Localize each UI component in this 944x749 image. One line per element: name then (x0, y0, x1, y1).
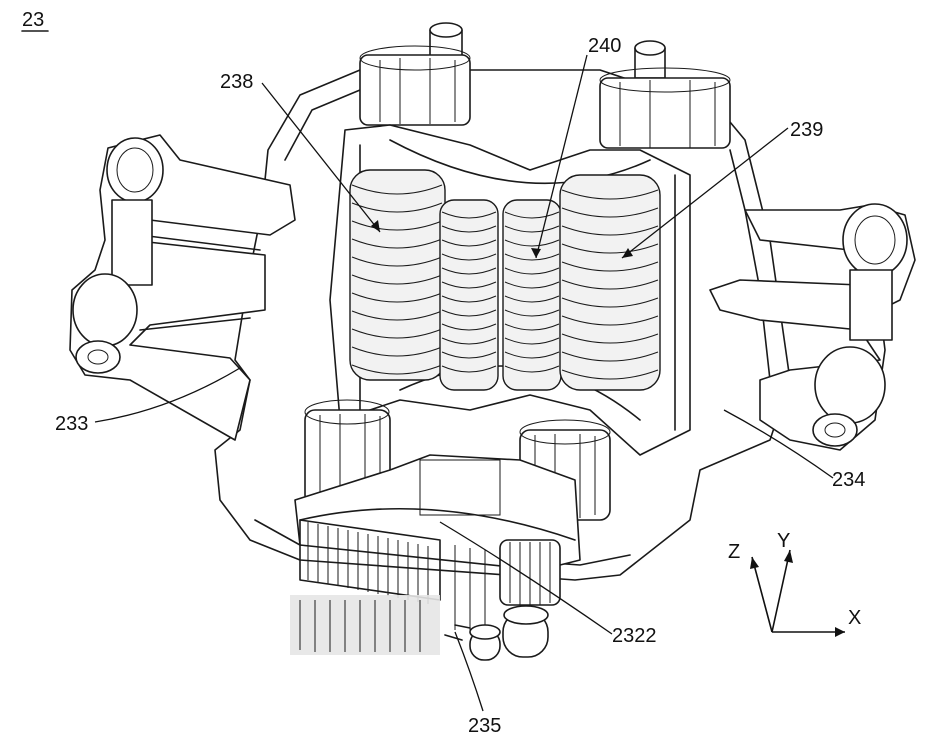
axis-y-label: Y (777, 530, 790, 552)
spring-239 (559, 174, 661, 391)
blurred-region (290, 595, 440, 655)
left-wing-233 (69, 134, 296, 441)
leader-233 (94, 367, 241, 423)
blurred-region-stripes (299, 600, 421, 652)
label-239: 239 (790, 119, 823, 141)
right-wing-234 (709, 203, 916, 451)
spring-240-right (502, 199, 562, 391)
coordinate-axes: Z Y X (728, 530, 861, 637)
leader-234 (723, 409, 834, 479)
label-240: 240 (588, 35, 621, 57)
top-pivots (359, 22, 731, 149)
arrowhead-238 (371, 220, 380, 232)
label-2322: 2322 (612, 625, 657, 647)
figure-number: 23 (22, 9, 44, 31)
leader-238 (261, 82, 381, 233)
arrowhead-239 (622, 248, 633, 258)
axis-z-label: Z (728, 541, 740, 563)
label-234: 234 (832, 469, 865, 491)
label-238: 238 (220, 71, 253, 93)
label-235: 235 (468, 715, 501, 737)
axis-x-label: X (848, 607, 861, 629)
label-233: 233 (55, 413, 88, 435)
leader-239 (621, 127, 789, 259)
leader-2322 (439, 521, 613, 635)
spring-238 (349, 169, 446, 381)
leader-235 (454, 631, 484, 712)
leader-240 (535, 54, 588, 259)
arrowhead-240 (531, 248, 541, 258)
spring-240-left (439, 199, 499, 391)
